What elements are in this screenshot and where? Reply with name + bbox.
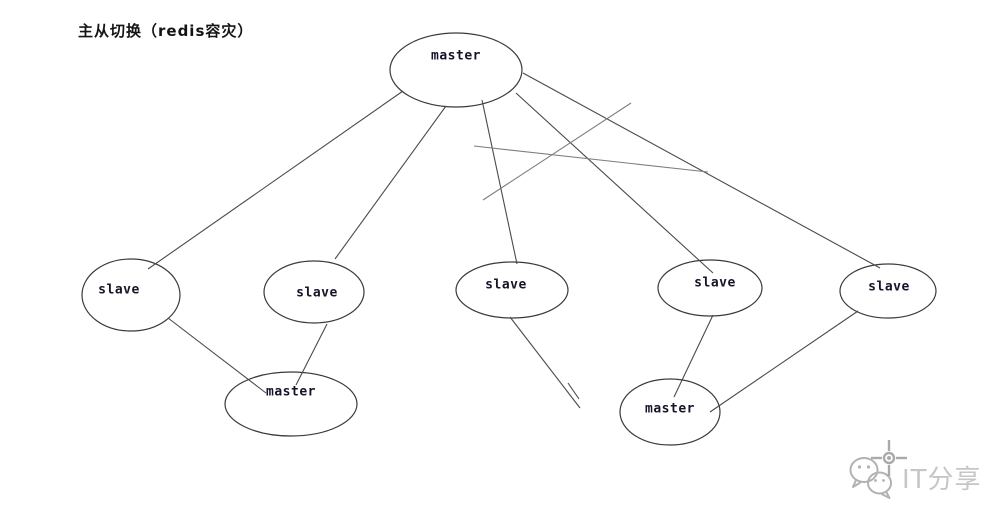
page-title: 主从切换（redis容灾） <box>78 22 254 40</box>
node-ellipse-master-bottom-right <box>619 378 721 446</box>
watermark-text: IT分享 <box>902 465 982 495</box>
node-ellipse-master-bottom-left <box>224 371 358 437</box>
edge-slave-1-to-master-bottom-left <box>167 317 267 394</box>
edge-master-top-to-slave-1 <box>147 90 404 270</box>
node-ellipse-slave-2 <box>263 260 365 324</box>
crosshair-icon <box>871 440 907 476</box>
node-ellipse-slave-5 <box>839 263 937 319</box>
node-ellipse-slave-3 <box>455 261 569 319</box>
node-ellipse-slave-1 <box>81 258 181 332</box>
watermark: IT分享 <box>845 438 1000 510</box>
node-label-slave-1: slave <box>98 283 140 298</box>
node-ellipse-slave-4 <box>657 259 763 317</box>
edge-branch-tick-mark <box>567 382 580 400</box>
node-label-master-bottom-right: master <box>645 402 695 417</box>
node-label-slave-2: slave <box>296 286 338 301</box>
edge-master-top-to-slave-2 <box>334 105 447 260</box>
node-label-master-bottom-left: master <box>266 385 316 400</box>
edge-stray-cross-line-flat <box>473 145 709 173</box>
edge-slave-4-to-master-bottom-right <box>673 314 714 398</box>
edge-slave-2-to-master-bottom-left <box>295 323 328 386</box>
wechat-logo-icon <box>849 457 892 499</box>
edge-slave-3-branch-down <box>509 316 581 409</box>
edge-master-top-to-slave-4 <box>515 92 714 274</box>
node-label-slave-5: slave <box>868 280 910 295</box>
node-label-slave-4: slave <box>694 276 736 291</box>
node-label-slave-3: slave <box>485 278 527 293</box>
node-ellipse-master-top <box>389 32 523 108</box>
edge-master-top-to-slave-5 <box>522 72 881 269</box>
edge-slave-5-to-master-bottom-right <box>709 310 859 413</box>
node-label-master-top: master <box>431 49 481 64</box>
edge-stray-cross-line-ascending <box>482 102 632 201</box>
edge-master-top-to-slave-3 <box>481 99 518 265</box>
